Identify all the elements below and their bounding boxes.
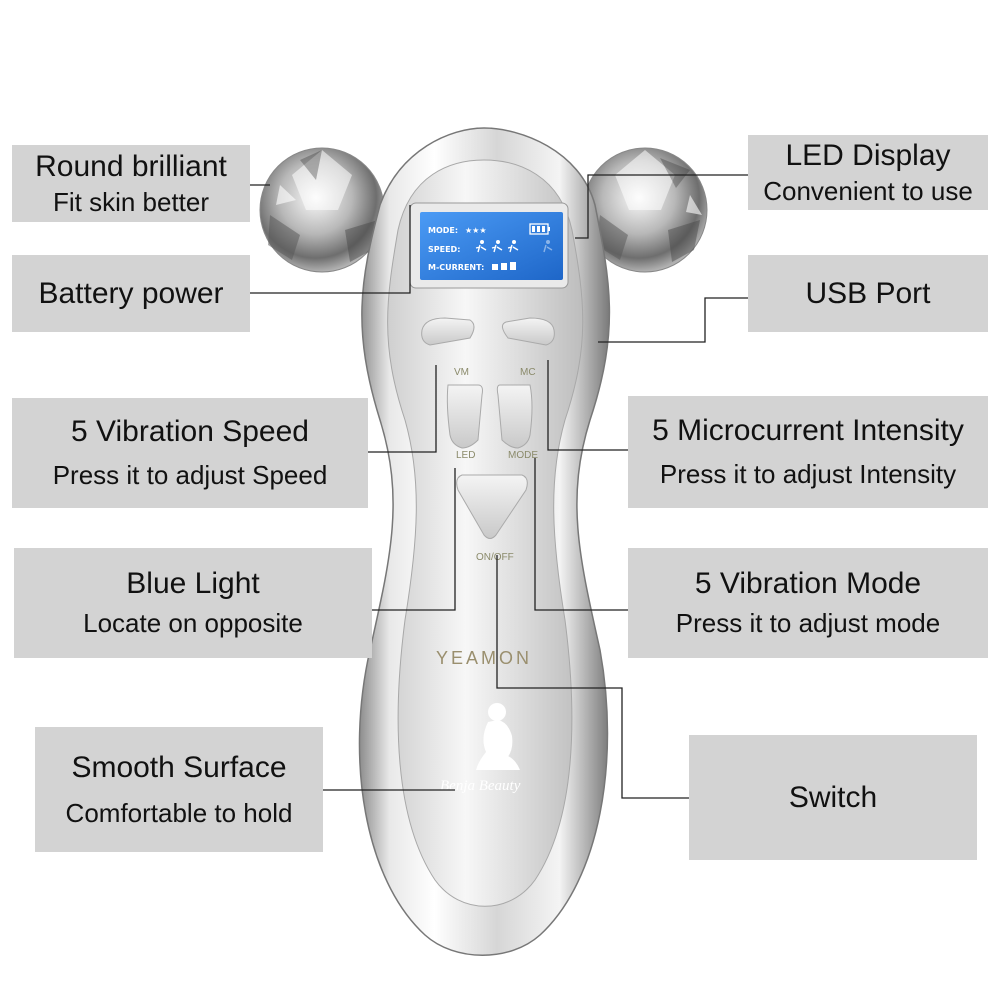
mc-button[interactable] — [496, 384, 533, 449]
label-led-subtitle: Convenient to use — [763, 175, 973, 206]
mc-label: MC — [520, 367, 536, 378]
logo-text: Benja Beauty — [440, 778, 521, 794]
label-led-display: LED Display Convenient to use — [748, 135, 988, 210]
right-roller-ball — [582, 147, 708, 273]
label-microcurrent-title: 5 Microcurrent Intensity — [652, 414, 964, 447]
label-vibration-mode-subtitle: Press it to adjust mode — [675, 608, 941, 638]
line-blue-light — [372, 468, 456, 611]
line-battery — [250, 205, 411, 294]
lcd-screen — [420, 212, 563, 280]
top-right-pad — [502, 317, 555, 346]
label-usb-port: USB Port — [748, 255, 988, 332]
label-switch: Switch — [689, 735, 977, 860]
label-vibration-speed-subtitle: Press it to adjust Speed — [52, 460, 328, 490]
label-round-title: Round brilliant — [35, 149, 227, 183]
vm-button[interactable] — [446, 384, 483, 449]
label-usb-title: USB Port — [805, 276, 931, 310]
label-vibration-mode: 5 Vibration Mode Press it to adjust mode — [628, 548, 988, 658]
label-smooth-subtitle: Comfortable to hold — [65, 797, 293, 828]
label-switch-title: Switch — [788, 780, 878, 814]
line-vibration-speed — [368, 365, 437, 453]
lcd-runner-icons — [475, 240, 553, 253]
left-roller-ball — [259, 147, 385, 273]
label-blue-light-subtitle: Locate on opposite — [83, 608, 303, 638]
vm-label: VM — [454, 367, 469, 378]
label-microcurrent: 5 Microcurrent Intensity Press it to adj… — [628, 396, 988, 508]
lcd-current-label: M-CURRENT: — [428, 263, 484, 272]
mode-label: MODE — [508, 450, 538, 461]
lcd-speed-label: SPEED: — [428, 245, 460, 254]
label-smooth-title: Smooth Surface — [71, 750, 287, 784]
label-vibration-speed-title: 5 Vibration Speed — [71, 415, 309, 448]
lcd-mode-label: MODE: — [428, 226, 458, 235]
label-led-title: LED Display — [785, 138, 951, 172]
onoff-button[interactable] — [456, 474, 528, 539]
led-label: LED — [456, 450, 475, 461]
lcd-mode-stars: ★★★ — [465, 226, 487, 235]
line-switch — [496, 555, 689, 799]
label-round-brilliant: Round brilliant Fit skin better — [12, 145, 250, 222]
woman-silhouette-icon — [476, 703, 520, 770]
label-round-subtitle: Fit skin better — [52, 186, 210, 217]
label-blue-light-title: Blue Light — [126, 567, 260, 600]
line-usb — [598, 297, 748, 343]
line-microcurrent — [547, 360, 628, 451]
label-battery-title: Battery power — [38, 276, 224, 310]
label-vibration-speed: 5 Vibration Speed Press it to adjust Spe… — [12, 398, 368, 508]
label-blue-light: Blue Light Locate on opposite — [14, 548, 372, 658]
lcd-battery-icon — [529, 223, 550, 235]
label-smooth-surface: Smooth Surface Comfortable to hold — [35, 727, 323, 852]
label-battery-power: Battery power — [12, 255, 250, 332]
lcd-current-bars — [492, 262, 516, 270]
onoff-label: ON/OFF — [476, 552, 514, 563]
label-vibration-mode-title: 5 Vibration Mode — [694, 567, 922, 600]
brand-name: YEAMON — [436, 648, 532, 668]
top-left-pad — [421, 317, 475, 346]
label-microcurrent-subtitle: Press it to adjust Intensity — [659, 459, 957, 489]
line-led — [575, 174, 748, 239]
line-vibration-mode — [534, 458, 628, 611]
